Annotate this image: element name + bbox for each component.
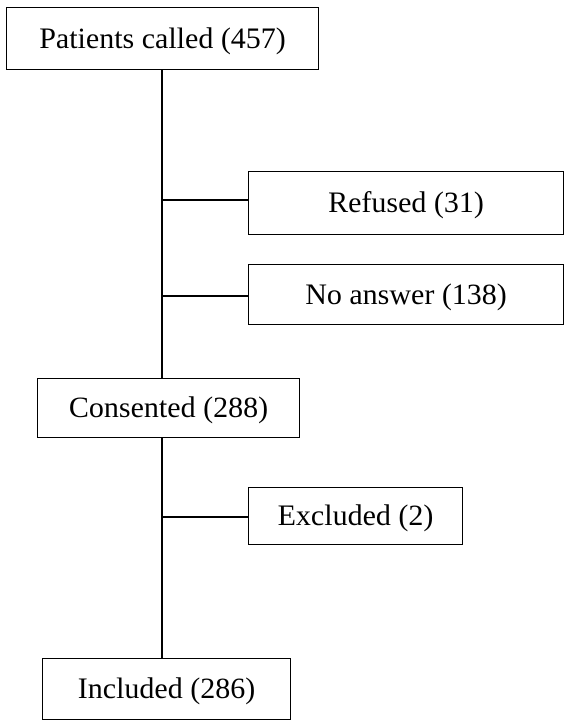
included-box: Included (286) (42, 658, 291, 720)
consented-box: Consented (288) (37, 378, 300, 438)
refused-label: Refused (31) (328, 186, 484, 219)
patients-called-box: Patients called (457) (6, 7, 319, 70)
connector-to-refused (161, 199, 248, 201)
refused-box: Refused (31) (248, 171, 564, 235)
no-answer-label: No answer (138) (305, 277, 507, 311)
connector-to-excluded (161, 516, 248, 518)
excluded-box: Excluded (2) (248, 487, 463, 545)
patients-called-label: Patients called (457) (39, 21, 286, 55)
connector-to-no-answer (161, 295, 248, 297)
excluded-label: Excluded (2) (277, 499, 434, 532)
included-label: Included (286) (77, 672, 256, 705)
connector-consented-to-included (161, 438, 163, 658)
consented-label: Consented (288) (68, 391, 269, 424)
no-answer-box: No answer (138) (248, 264, 564, 325)
connector-called-to-consented (161, 70, 163, 378)
